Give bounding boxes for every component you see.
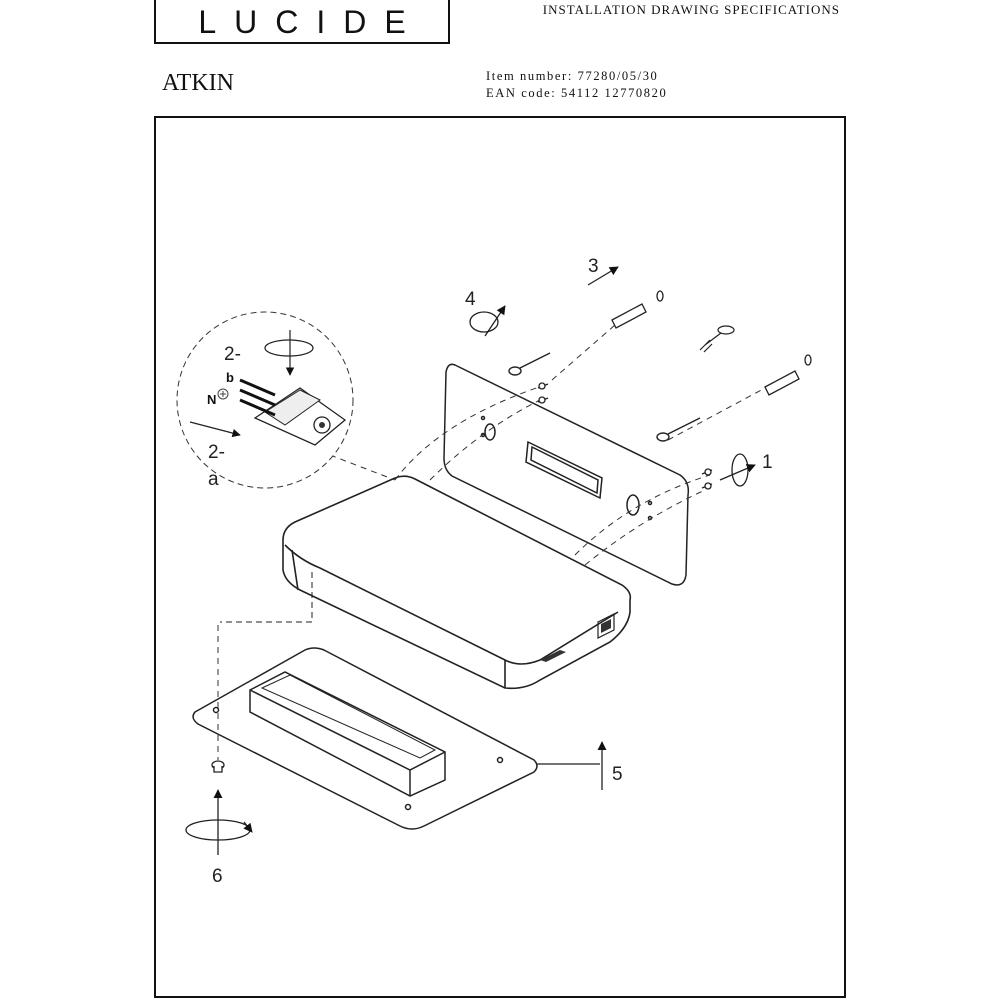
product-codes: Item number: 77280/05/30 EAN code: 54112… [486, 68, 667, 102]
brand-logo: LUCIDE [154, 0, 450, 44]
guide-lines [217, 324, 781, 760]
item-number: Item number: 77280/05/30 [486, 69, 659, 83]
fixing-screw-lower [656, 417, 701, 442]
wall-plug-lower [764, 354, 812, 396]
wall-plate [443, 363, 690, 586]
wall-plug-upper [611, 290, 664, 329]
fixing-screw-upper [508, 352, 551, 376]
drawing-frame [154, 116, 846, 998]
callout-step-2-top: 2- [224, 344, 241, 365]
arrow-step-6 [185, 789, 253, 855]
product-name: ATKIN [162, 70, 234, 96]
lamp-body [220, 475, 632, 690]
arrow-step-5 [536, 741, 607, 790]
wiring-detail [176, 311, 354, 489]
document-title: INSTALLATION DRAWING SPECIFICATIONS [542, 2, 840, 17]
small-screws-plate [537, 382, 713, 490]
callout-step-2-letter-a: a [208, 469, 219, 490]
arrow-step-4 [469, 305, 506, 337]
callout-step-3: 3 [588, 256, 599, 277]
mains-wire-icon [699, 325, 735, 353]
callout-step-2-letter-b: b [226, 370, 234, 385]
arrow-step-1 [719, 453, 756, 487]
wire-label-n: N [207, 392, 216, 407]
callout-step-6: 6 [212, 866, 223, 887]
callout-step-5: 5 [612, 764, 623, 785]
brand-logo-text: LUCIDE [198, 4, 424, 40]
arrow-step-3 [587, 266, 619, 286]
callout-step-4: 4 [465, 289, 476, 310]
callout-step-1: 1 [762, 452, 773, 473]
ean-code: EAN code: 54112 12770820 [486, 86, 668, 100]
callout-step-2-bottom: 2- [208, 442, 225, 463]
base-screw [211, 760, 225, 773]
base-plate [192, 647, 538, 830]
